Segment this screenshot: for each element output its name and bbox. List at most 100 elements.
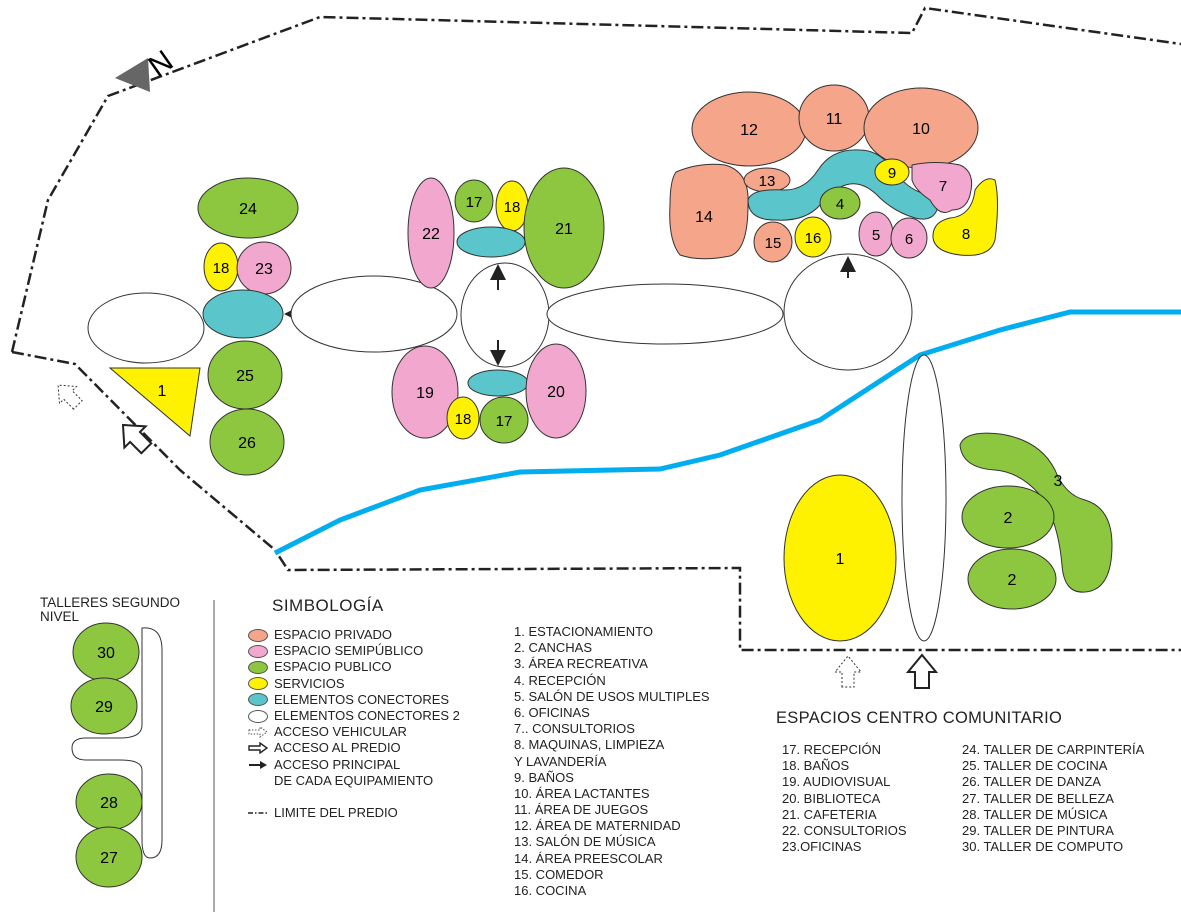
vehicle-access-arrow-2-icon — [833, 655, 863, 688]
legend-label: ELEMENTOS CONECTORES 2 — [274, 707, 460, 723]
talleres-title: TALLERES SEGUNDO NIVEL — [40, 595, 181, 624]
label-17b: 17 — [496, 413, 513, 430]
space-19 — [391, 345, 459, 439]
space-15 — [753, 221, 793, 263]
legend-label: ESPACIO PUBLICO — [274, 659, 392, 675]
label-17a: 17 — [466, 194, 483, 211]
community-space-item: 28. TALLER DE MÚSICA — [962, 806, 1108, 822]
label-16: 16 — [805, 230, 822, 247]
label-5: 5 — [872, 227, 880, 244]
community-space-item: 29. TALLER DE PINTURA — [962, 822, 1114, 838]
general-space-item: 1. ESTACIONAMIENTO — [514, 624, 653, 639]
label-14: 14 — [695, 209, 713, 226]
label-28: 28 — [100, 795, 118, 812]
general-space-item: 3. ÁREA RECREATIVA — [514, 656, 648, 672]
legend-item: ACCESO VEHICULAR — [248, 724, 460, 740]
community-space-item: 24. TALLER DE CARPINTERÍA — [962, 742, 1145, 757]
general-space-item: 11. ÁREA DE JUEGOS — [514, 802, 649, 818]
legend-swatch — [248, 693, 268, 707]
label-6: 6 — [905, 231, 913, 248]
label-20: 20 — [547, 384, 565, 401]
legend-label: ACCESO VEHICULAR — [274, 724, 407, 740]
label-13: 13 — [759, 173, 776, 190]
legend-label: SERVICIOS — [274, 675, 345, 691]
space-1-parking — [108, 367, 201, 437]
label-10: 10 — [912, 121, 930, 138]
space-1-big — [783, 474, 897, 642]
legend-item: ACCESO PRINCIPAL — [248, 757, 460, 773]
label-24: 24 — [239, 201, 257, 218]
connector-white-4 — [546, 283, 784, 345]
general-space-item: 4. RECEPCIÓN — [514, 672, 606, 688]
legend-swatch — [248, 709, 268, 723]
legend-label: DE CADA EQUIPAMIENTO — [274, 772, 434, 788]
connector-white — [87, 292, 205, 364]
connector-white-6 — [901, 354, 947, 642]
label-23: 23 — [255, 261, 273, 278]
river — [273, 309, 1181, 556]
label-3: 3 — [1054, 473, 1063, 490]
space-22 — [407, 177, 455, 289]
space-4 — [819, 186, 861, 220]
connector-cyan-2 — [456, 226, 526, 258]
space-21 — [523, 167, 605, 289]
community-space-item: 27. TALLER DE BELLEZA — [962, 790, 1114, 806]
legend-swatch — [248, 644, 268, 658]
space-2b — [967, 548, 1057, 610]
connector-cyan-1 — [202, 289, 284, 339]
dashdot-icon — [248, 807, 268, 819]
label-19: 19 — [416, 385, 434, 402]
legend-title: SIMBOLOGÍA — [272, 596, 384, 615]
community-space-item: 30. TALLER DE COMPUTO — [962, 839, 1124, 855]
site-access-arrow-icon — [121, 423, 153, 455]
legend-label: LIMITE DEL PREDIO — [274, 805, 398, 821]
label-18a: 18 — [213, 260, 230, 277]
label-15: 15 — [765, 235, 782, 252]
vehicle-access-arrow-icon — [57, 384, 83, 410]
community-space-item: 18. BAÑOS — [782, 758, 850, 774]
space-20 — [525, 343, 587, 439]
legend-label: ACCESO PRINCIPAL — [274, 756, 401, 772]
label-18b: 18 — [504, 199, 521, 216]
general-space-item: 8. MAQUINAS, LIMPIEZA — [514, 737, 665, 753]
general-space-item: 10. ÁREA LACTANTES — [514, 785, 650, 801]
space-29 — [70, 677, 138, 735]
space-3 — [959, 432, 1113, 593]
general-space-item: 2. CANCHAS — [514, 640, 593, 656]
legend-label: ESPACIO SEMIPÚBLICO — [274, 643, 424, 659]
general-space-item: 5. SALÓN DE USOS MULTIPLES — [514, 688, 710, 704]
space-24 — [197, 177, 299, 239]
legend-item: ELEMENTOS CONECTORES — [248, 692, 460, 708]
dotted-arrow-icon — [248, 726, 268, 739]
space-8 — [932, 178, 998, 256]
outline-arrow-icon — [248, 742, 268, 755]
general-space-item: 15. COMEDOR — [514, 866, 604, 882]
label-30: 30 — [97, 645, 115, 662]
legend-label: ACCESO AL PREDIO — [274, 740, 401, 756]
general-space-item: 13. SALÓN DE MÚSICA — [514, 834, 656, 850]
label-8: 8 — [962, 226, 970, 243]
label-7: 7 — [939, 178, 947, 195]
space-17a — [454, 179, 494, 223]
label-21: 21 — [555, 221, 573, 238]
legend-label: ELEMENTOS CONECTORES — [274, 691, 450, 707]
legend-label: ESPACIO PRIVADO — [274, 627, 392, 642]
label-29: 29 — [95, 699, 113, 716]
space-6 — [890, 217, 928, 259]
legend-item: ESPACIO PUBLICO — [248, 659, 460, 675]
label-12: 12 — [740, 122, 758, 139]
label-1-big: 1 — [836, 551, 845, 568]
site-access-arrow-2-icon — [905, 653, 939, 689]
connector-cyan-3 — [467, 369, 529, 397]
legend-swatch — [248, 628, 268, 642]
general-space-item: 16. COCINA — [514, 883, 587, 898]
connector-white-5 — [783, 253, 913, 371]
space-26 — [209, 408, 285, 476]
legend-item: ESPACIO PRIVADO — [248, 627, 460, 643]
general-space-item: 12. ÁREA DE MATERNIDAD — [514, 818, 681, 834]
